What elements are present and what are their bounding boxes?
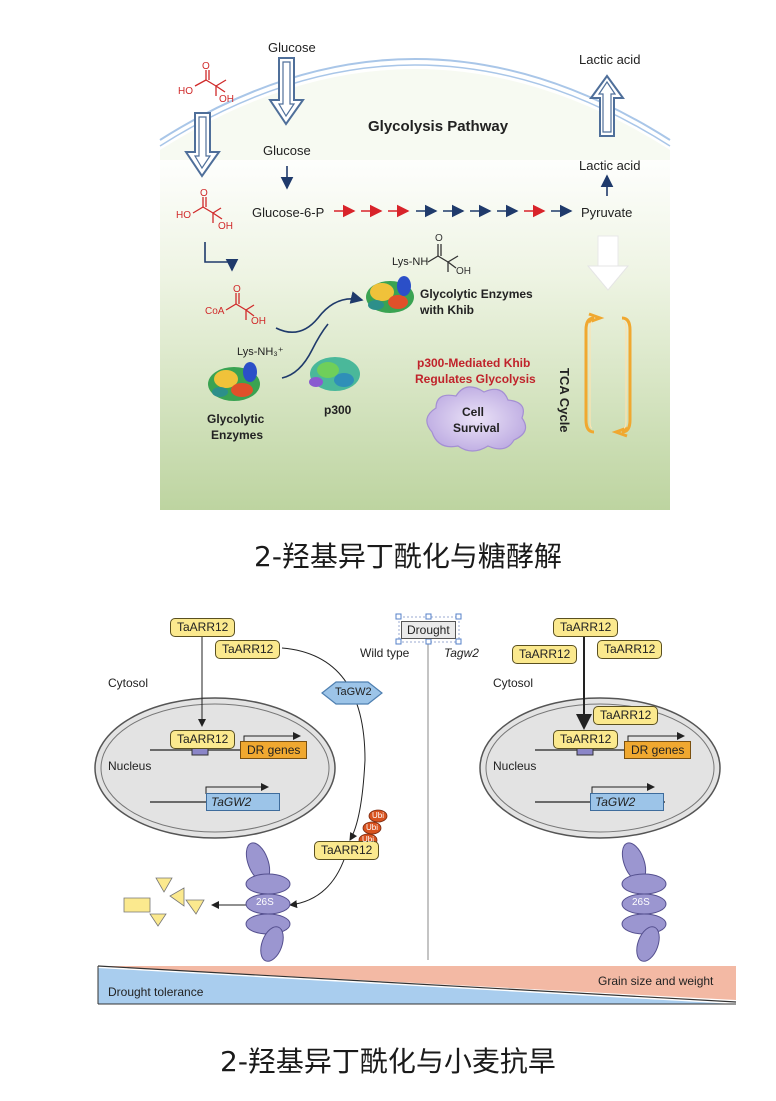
glycolytic-enzyme-protein: [208, 362, 260, 401]
nucleus-right-label: Nucleus: [493, 759, 537, 773]
activation-arrow: [204, 242, 239, 272]
glycolytic-enzymes-label-1: Glycolytic: [207, 412, 265, 426]
ubi-label-2: Ubi: [366, 823, 379, 832]
taarr12-right-4: TaARR12: [593, 706, 659, 725]
taarr12-left-2: TaARR12: [215, 640, 281, 659]
taarr12-right-3: TaARR12: [597, 640, 663, 659]
taarr12-left-nuclear: TaARR12: [170, 730, 236, 749]
ubi-label-1: Ubi: [372, 811, 385, 820]
chem-ho-2: HO: [176, 210, 191, 221]
pyruvate-label: Pyruvate: [581, 205, 633, 220]
p300-label: p300: [324, 403, 352, 417]
hib-structure-1: [194, 70, 227, 96]
ubi-label-3: Ubi: [362, 835, 375, 844]
p300-mediated-label-1: p300-Mediated Khib: [417, 356, 531, 370]
caption-glycolysis: 2-羟基异丁酰化与糖酵解: [254, 540, 562, 573]
chem-o-4: O: [435, 233, 443, 244]
chem-coa: CoA: [205, 306, 225, 317]
hib-coa-structure: [225, 293, 255, 320]
chem-oh-1: OH: [219, 94, 234, 105]
taarr12-right-1: TaARR12: [553, 618, 619, 637]
cytosol-left-label: Cytosol: [108, 676, 149, 690]
cell-survival-cloud: [426, 386, 527, 452]
cell-survival-label-1: Cell: [462, 405, 485, 419]
taarr12-left-ubiquitinated: TaARR12: [314, 841, 380, 860]
chem-oh-3: OH: [251, 316, 266, 327]
glycolysis-diagram: [159, 57, 671, 510]
taarr12-right-nuclear: TaARR12: [553, 730, 619, 749]
khib-enzymes-label-1: Glycolytic Enzymes: [420, 287, 533, 301]
cytosol-right-label: Cytosol: [493, 676, 534, 690]
chem-oh-2: OH: [218, 221, 233, 232]
drought-label: Drought: [401, 621, 456, 639]
glycolysis-title: Glycolysis Pathway: [368, 118, 509, 135]
lys-nh-label: Lys-NH: [392, 256, 429, 268]
chem-o-1: O: [202, 61, 210, 72]
chem-o-3: O: [233, 284, 241, 295]
tagw2-gene-right: TaGW2: [590, 793, 664, 811]
mutant-label: Tagw2: [444, 646, 479, 660]
nucleus-left-label: Nucleus: [108, 759, 152, 773]
p300-mediated-label-2: Regulates Glycolysis: [415, 372, 536, 386]
glucose-outside-label: Glucose: [268, 40, 316, 55]
lactic-acid-inside-label: Lactic acid: [579, 158, 641, 173]
glucose-uptake-arrow: [268, 57, 305, 126]
khib-structure: [427, 244, 459, 272]
p300-protein: [309, 357, 360, 391]
tagw2-protein-label: TaGW2: [335, 686, 372, 698]
lys-nh3-label: Lys-NH₃⁺: [237, 346, 284, 358]
proteasome-left-label: 26S: [256, 897, 274, 908]
grain-size-label: Grain size and weight: [598, 974, 714, 988]
cell-survival-label-2: Survival: [453, 421, 500, 435]
taarr12-right-2: TaARR12: [512, 645, 578, 664]
glucose-inside-label: Glucose: [263, 143, 311, 158]
glucose6p-label: Glucose-6-P: [252, 205, 325, 220]
wild-type-label: Wild type: [360, 646, 410, 660]
dr-genes-right: DR genes: [624, 741, 692, 759]
khib-enzymes-label-2: with Khib: [420, 303, 474, 317]
tca-cycle-graphic: [584, 312, 632, 438]
pyruvate-to-tca-arrow: [586, 235, 630, 291]
enzyme-khib-protein: [366, 276, 414, 313]
hib-structure-2: [192, 197, 223, 223]
lactate-export-arrow: [589, 74, 625, 137]
degraded-fragments: [123, 877, 205, 927]
tagw2-gene-left: TaGW2: [206, 793, 280, 811]
hib-uptake-arrow: [184, 112, 221, 178]
tca-cycle-label: TCA Cycle: [557, 368, 572, 433]
caption-drought: 2-羟基异丁酰化与小麦抗旱: [220, 1045, 556, 1078]
khib-transfer-arrow: [275, 291, 364, 334]
glycolytic-enzymes-label-2: Enzymes: [211, 428, 264, 442]
proteasome-right-label: 26S: [632, 897, 650, 908]
chem-oh-4: OH: [456, 266, 471, 277]
taarr12-left-1: TaARR12: [170, 618, 236, 637]
panel-lower-bg: [160, 150, 670, 510]
drought-tolerance-label: Drought tolerance: [108, 985, 204, 999]
chem-o-2: O: [200, 188, 208, 199]
lactic-acid-outside-label: Lactic acid: [579, 52, 641, 67]
dr-genes-left: DR genes: [240, 741, 308, 759]
chem-ho-1: HO: [178, 86, 193, 97]
